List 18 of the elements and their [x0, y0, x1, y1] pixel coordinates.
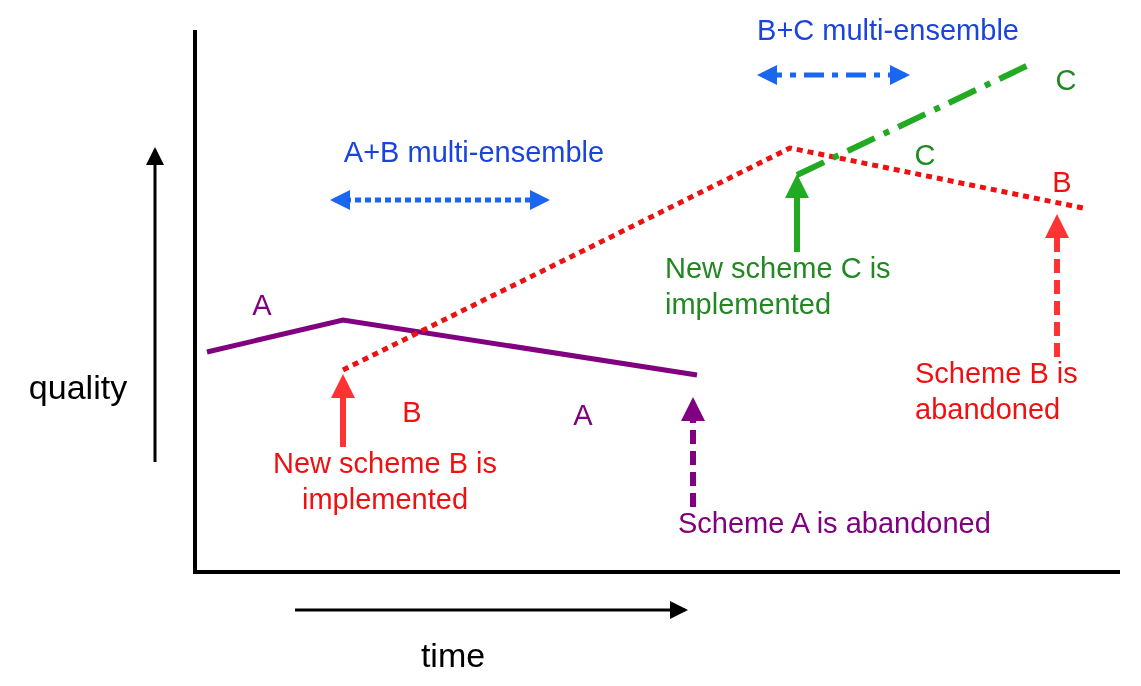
span-label: B+C multi-ensemble	[757, 13, 1019, 48]
annotation-text: Scheme A is abandoned	[678, 505, 1078, 541]
leader-arrow	[785, 174, 809, 252]
annotation-text: New scheme C is implemented	[665, 250, 897, 322]
curve-label: A	[573, 398, 593, 433]
axis-label: quality	[28, 369, 128, 405]
curve-label: C	[914, 138, 936, 173]
axis-label: time	[420, 637, 486, 673]
curve-label: B	[402, 395, 422, 430]
curve-label: B	[1052, 165, 1072, 200]
annotation-text: New scheme B is implemented	[240, 445, 530, 517]
leader-arrow	[681, 397, 705, 507]
span-label: A+B multi-ensemble	[343, 135, 605, 170]
curve-label: A	[252, 288, 272, 323]
curve-label: C	[1055, 63, 1077, 98]
leader-arrow	[1045, 214, 1069, 357]
annotation-text: Scheme B is abandoned	[915, 355, 1105, 427]
leader-arrow	[331, 374, 355, 447]
